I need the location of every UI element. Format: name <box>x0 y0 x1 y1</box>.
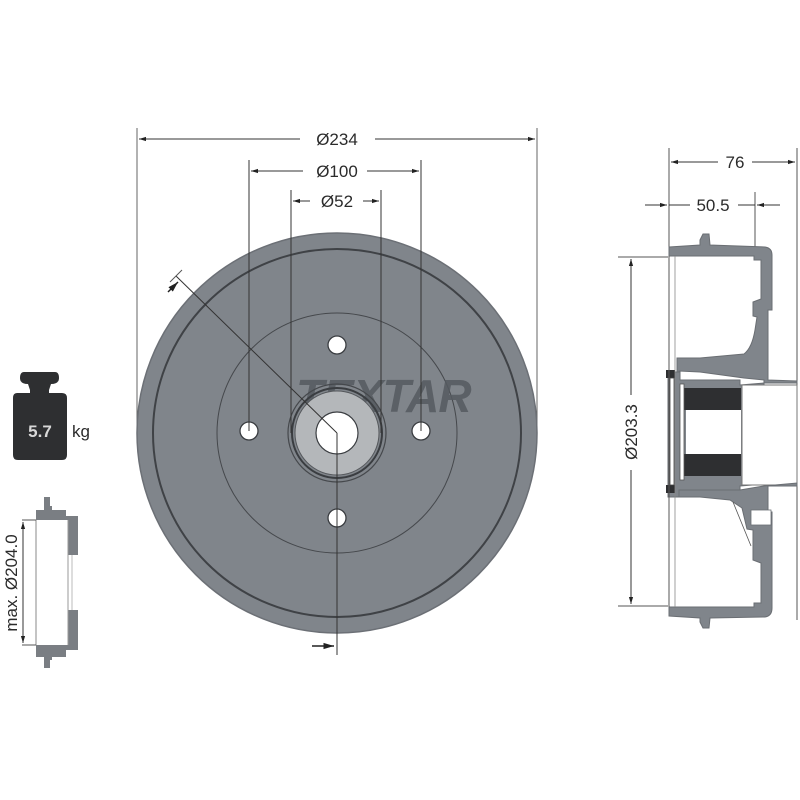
wear-limit-label: max. Ø204.0 <box>2 534 21 631</box>
seal-cap <box>666 485 675 493</box>
dust-seal <box>669 377 675 486</box>
weight-value: 5.7 <box>28 422 52 441</box>
braking-diameter-label: Ø203.3 <box>622 404 641 460</box>
axle-bore <box>741 384 798 486</box>
bearing-race-bottom <box>683 454 741 476</box>
leader-tick <box>169 269 183 283</box>
seal-cap <box>666 370 675 378</box>
taper-line <box>732 501 752 547</box>
seal-ring <box>679 383 685 481</box>
bearing-inner <box>686 410 741 454</box>
center-bore-label: Ø52 <box>321 192 353 211</box>
leader-line <box>175 275 338 434</box>
drum-section-top <box>668 233 798 384</box>
total-width-label: 76 <box>726 153 745 172</box>
outer-diameter-label: Ø234 <box>316 130 358 149</box>
bolt-circle-label: Ø100 <box>316 162 358 181</box>
drum-depth-label: 50.5 <box>696 196 729 215</box>
drum-front-view: TEXTAR Ø234 Ø100 Ø52 <box>136 128 538 655</box>
wear-limit-diagram: max. Ø204.0 <box>2 497 78 668</box>
vent-window <box>750 509 772 526</box>
bolt-hole <box>327 335 347 355</box>
bearing-race-top <box>683 388 741 410</box>
weight-icon <box>13 372 67 460</box>
weight-unit: kg <box>72 422 90 441</box>
drum-profile-icon <box>35 497 78 668</box>
weight-badge: 5.7 kg <box>13 372 90 460</box>
leader-arrow <box>167 281 179 293</box>
drum-side-view: 76 50.5 Ø203.3 <box>618 148 798 629</box>
drum-section-bottom <box>668 482 798 629</box>
